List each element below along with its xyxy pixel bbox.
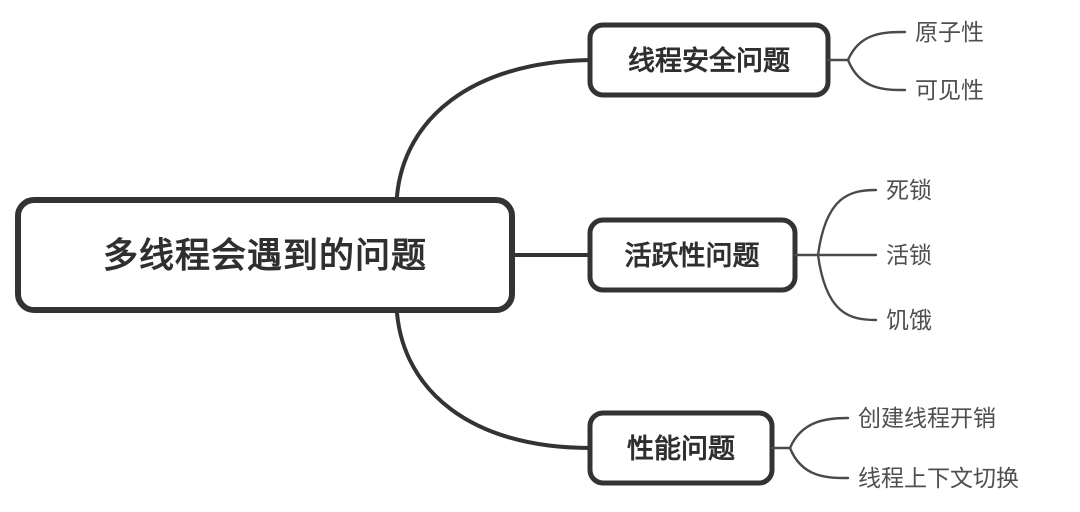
leaf-atomicity-label: 原子性 <box>915 19 984 45</box>
branch-liveness[interactable]: 活跃性问题 <box>587 217 798 293</box>
leaf-visibility[interactable]: 可见性 <box>915 77 984 103</box>
leaf-thread-creation-cost-label: 创建线程开销 <box>858 405 996 431</box>
leaf-livelock-label: 活锁 <box>886 242 932 268</box>
branch-thread-safety-label: 线程安全问题 <box>628 45 790 76</box>
leaf-context-switch[interactable]: 线程上下文切换 <box>858 465 1019 491</box>
root-to-branch-connectors <box>395 58 592 450</box>
connector-performance-to-context-switch <box>788 446 850 480</box>
connector-root-to-thread-safety <box>395 58 592 198</box>
thread-safety-leaf-connectors <box>826 30 907 92</box>
connector-thread-safety-to-visibility <box>846 58 907 92</box>
leaf-starvation-label: 饥饿 <box>886 307 932 333</box>
connector-performance-to-thread-creation-cost <box>788 416 850 450</box>
leaf-context-switch-label: 线程上下文切换 <box>858 465 1019 491</box>
leaf-visibility-label: 可见性 <box>915 77 984 103</box>
branch-performance-label: 性能问题 <box>627 433 735 464</box>
root-node[interactable]: 多线程会遇到的问题 <box>15 197 515 313</box>
performance-leaf-connectors <box>770 416 850 480</box>
connector-liveness-to-starvation <box>816 253 878 322</box>
leaf-starvation[interactable]: 饥饿 <box>886 307 932 333</box>
connector-liveness-to-deadlock <box>816 188 878 257</box>
leaf-deadlock-label: 死锁 <box>886 177 932 203</box>
branch-performance[interactable]: 性能问题 <box>587 410 775 486</box>
connector-thread-safety-to-atomicity <box>846 30 907 62</box>
branch-thread-safety[interactable]: 线程安全问题 <box>587 22 831 98</box>
leaf-deadlock[interactable]: 死锁 <box>886 177 932 203</box>
leaf-atomicity[interactable]: 原子性 <box>915 19 984 45</box>
root-node-box[interactable] <box>15 197 515 313</box>
leaf-thread-creation-cost[interactable]: 创建线程开销 <box>858 405 996 431</box>
connector-root-to-performance <box>395 311 592 450</box>
root-node-label: 多线程会遇到的问题 <box>103 237 427 276</box>
branch-liveness-label: 活跃性问题 <box>625 241 760 271</box>
liveness-leaf-connectors <box>793 188 878 322</box>
leaf-livelock[interactable]: 活锁 <box>886 242 932 268</box>
